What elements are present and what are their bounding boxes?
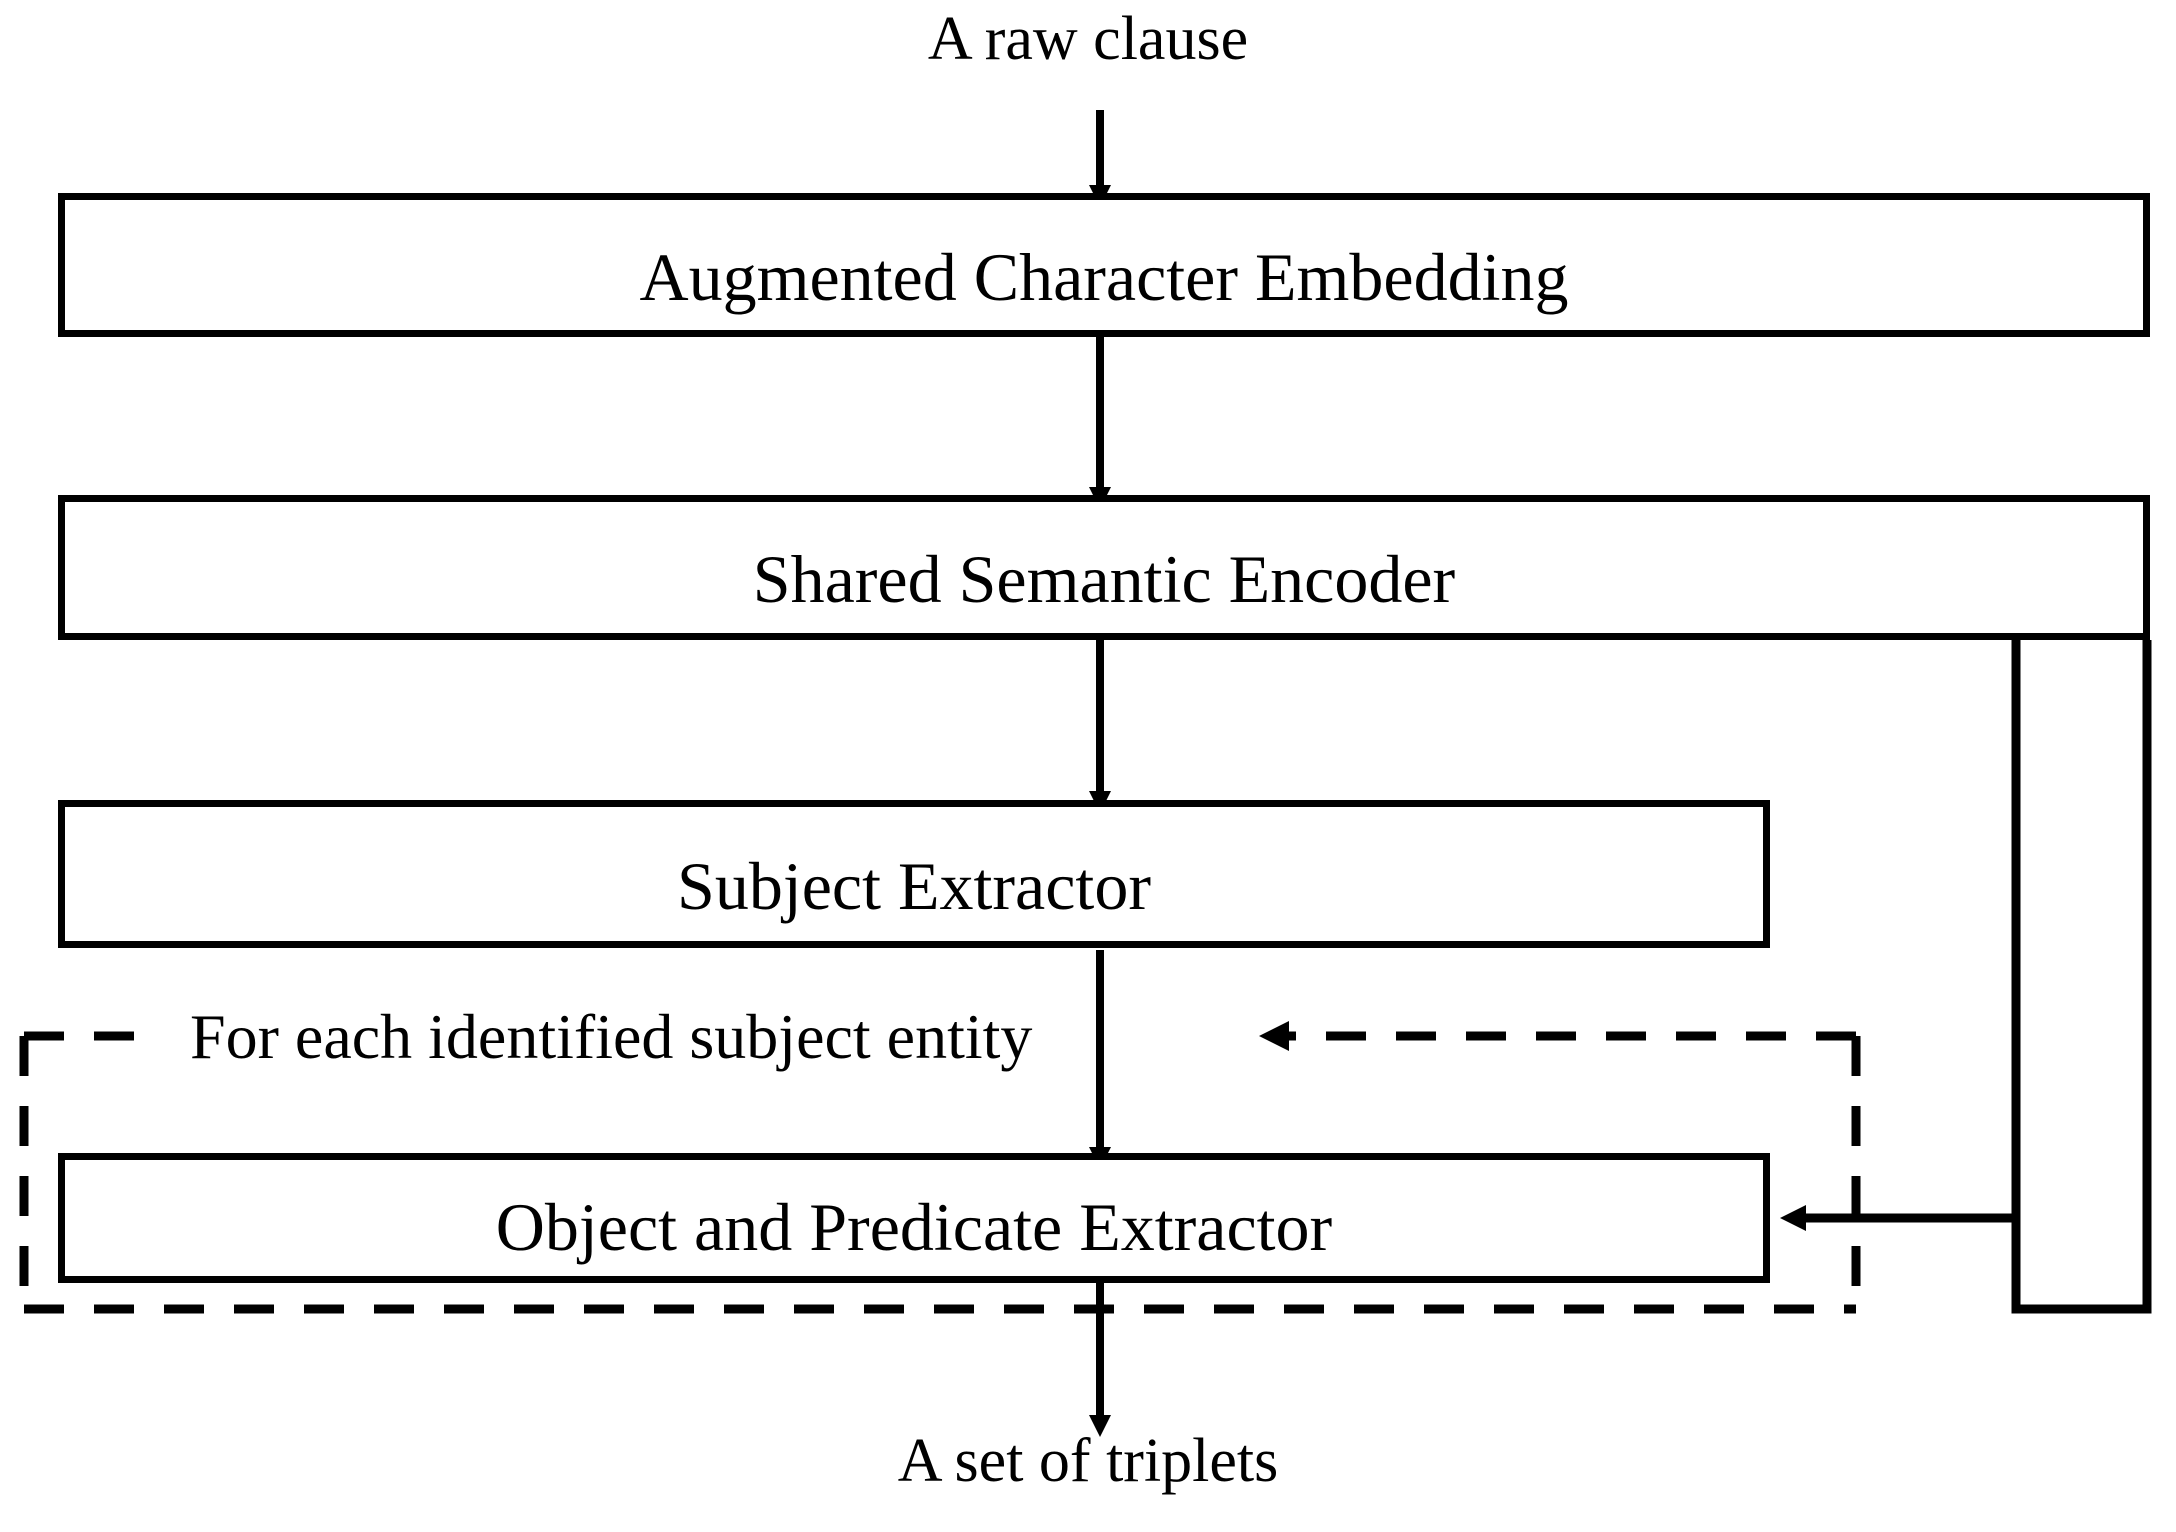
- edge-encoder-feedback-path: [2011, 640, 2152, 1314]
- loop-group-label: For each identified subject entity: [190, 1001, 1033, 1072]
- node-label-augmented-character-embedding: Augmented Character Embedding: [639, 239, 1569, 315]
- node-label-subject-extractor: Subject Extractor: [677, 848, 1151, 924]
- output-label: A set of triplets: [897, 1427, 1279, 1495]
- node-label-object-and-predicate-extractor: Object and Predicate Extractor: [495, 1189, 1333, 1265]
- node-subject-extractor[interactable]: Subject Extractor: [58, 800, 1770, 948]
- node-augmented-character-embedding[interactable]: Augmented Character Embedding: [58, 193, 2150, 337]
- input-label: A raw clause: [927, 5, 1249, 73]
- node-label-shared-semantic-encoder: Shared Semantic Encoder: [752, 541, 1456, 617]
- node-object-and-predicate-extractor[interactable]: Object and Predicate Extractor: [58, 1153, 1770, 1283]
- node-shared-semantic-encoder[interactable]: Shared Semantic Encoder: [58, 495, 2150, 640]
